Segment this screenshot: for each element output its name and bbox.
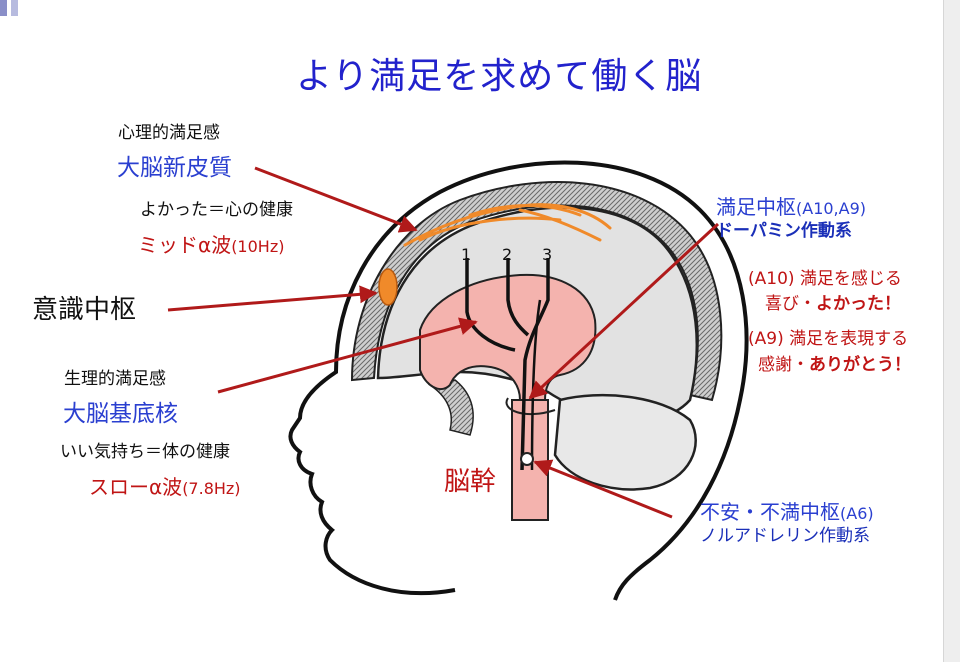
a10-line1: (A10) 満足を感じる — [748, 269, 902, 289]
basal-feeling-label: 生理的満足感 — [64, 369, 166, 389]
arrow-cortex — [254, 166, 418, 233]
fiber-number-1: 1 — [461, 245, 471, 264]
page-title: より満足を求めて働く脳 — [296, 56, 703, 97]
a9-line2-prefix: 感謝・ — [758, 355, 809, 375]
cortex-fibers — [403, 203, 612, 247]
arrow-anxiety — [533, 459, 673, 519]
scrollbar-track[interactable] — [943, 0, 960, 662]
dopamine-system-label: ドーパミン作動系 — [716, 221, 852, 241]
cerebellum — [553, 393, 697, 491]
a10-line2: 喜び・よかった！ — [765, 294, 901, 315]
skull-base — [428, 379, 474, 436]
cortex-wave-hz: (10Hz) — [231, 237, 285, 256]
basal-name-label: 大脳基底核 — [63, 401, 178, 427]
fiber-number-2: 2 — [502, 245, 512, 264]
cortex-wave-name: ミッドα波 — [138, 233, 232, 257]
cortex-wave-label: ミッドα波(10Hz) — [138, 234, 284, 257]
cortex-feeling-label: 心理的満足感 — [118, 123, 220, 143]
a10-line2-bold: よかった！ — [816, 294, 901, 314]
fiber-2 — [506, 258, 530, 337]
node-dot-icon — [520, 452, 534, 466]
arrow-satisfaction — [528, 222, 720, 400]
inner-brain-pink — [419, 273, 597, 401]
corner-decoration — [0, 0, 22, 16]
a10-line2-prefix: 喜び・ — [765, 294, 816, 314]
basal-wave-label: スローα波(7.8Hz) — [89, 476, 241, 499]
satisfaction-center-name: 満足中枢 — [716, 195, 796, 219]
satisfaction-center-codes: (A10,A9) — [796, 199, 866, 218]
a9-line2: 感謝・ありがとう！ — [758, 355, 911, 376]
consciousness-center-mark — [378, 268, 398, 306]
fiber-1 — [465, 258, 516, 352]
consciousness-center-label: 意識中枢 — [32, 295, 137, 325]
basal-wave-name: スローα波 — [89, 475, 183, 499]
anxiety-center-label: 不安・不満中枢(A6) — [700, 501, 874, 524]
noradrenaline-system-label: ノルアドレリン作動系 — [700, 526, 870, 546]
brainstem-label: 脳幹 — [444, 467, 497, 497]
a9-line2-bold: ありがとう！ — [809, 355, 911, 375]
anxiety-center-name: 不安・不満中枢 — [700, 500, 840, 524]
arrow-basal — [217, 317, 478, 394]
fiber-number-3: 3 — [542, 245, 552, 264]
arrow-consciousness — [167, 285, 378, 312]
skull-band — [350, 181, 723, 402]
basal-health-label: いい気持ち＝体の健康 — [60, 442, 230, 462]
cortex-health-label: よかった＝心の健康 — [140, 200, 293, 220]
anxiety-center-code: (A6) — [840, 504, 874, 523]
cortex-name-label: 大脳新皮質 — [117, 155, 232, 181]
basal-wave-hz: (7.8Hz) — [182, 479, 241, 498]
satisfaction-center-label: 満足中枢(A10,A9) — [716, 196, 866, 219]
a9-line1: (A9) 満足を表現する — [748, 329, 909, 349]
